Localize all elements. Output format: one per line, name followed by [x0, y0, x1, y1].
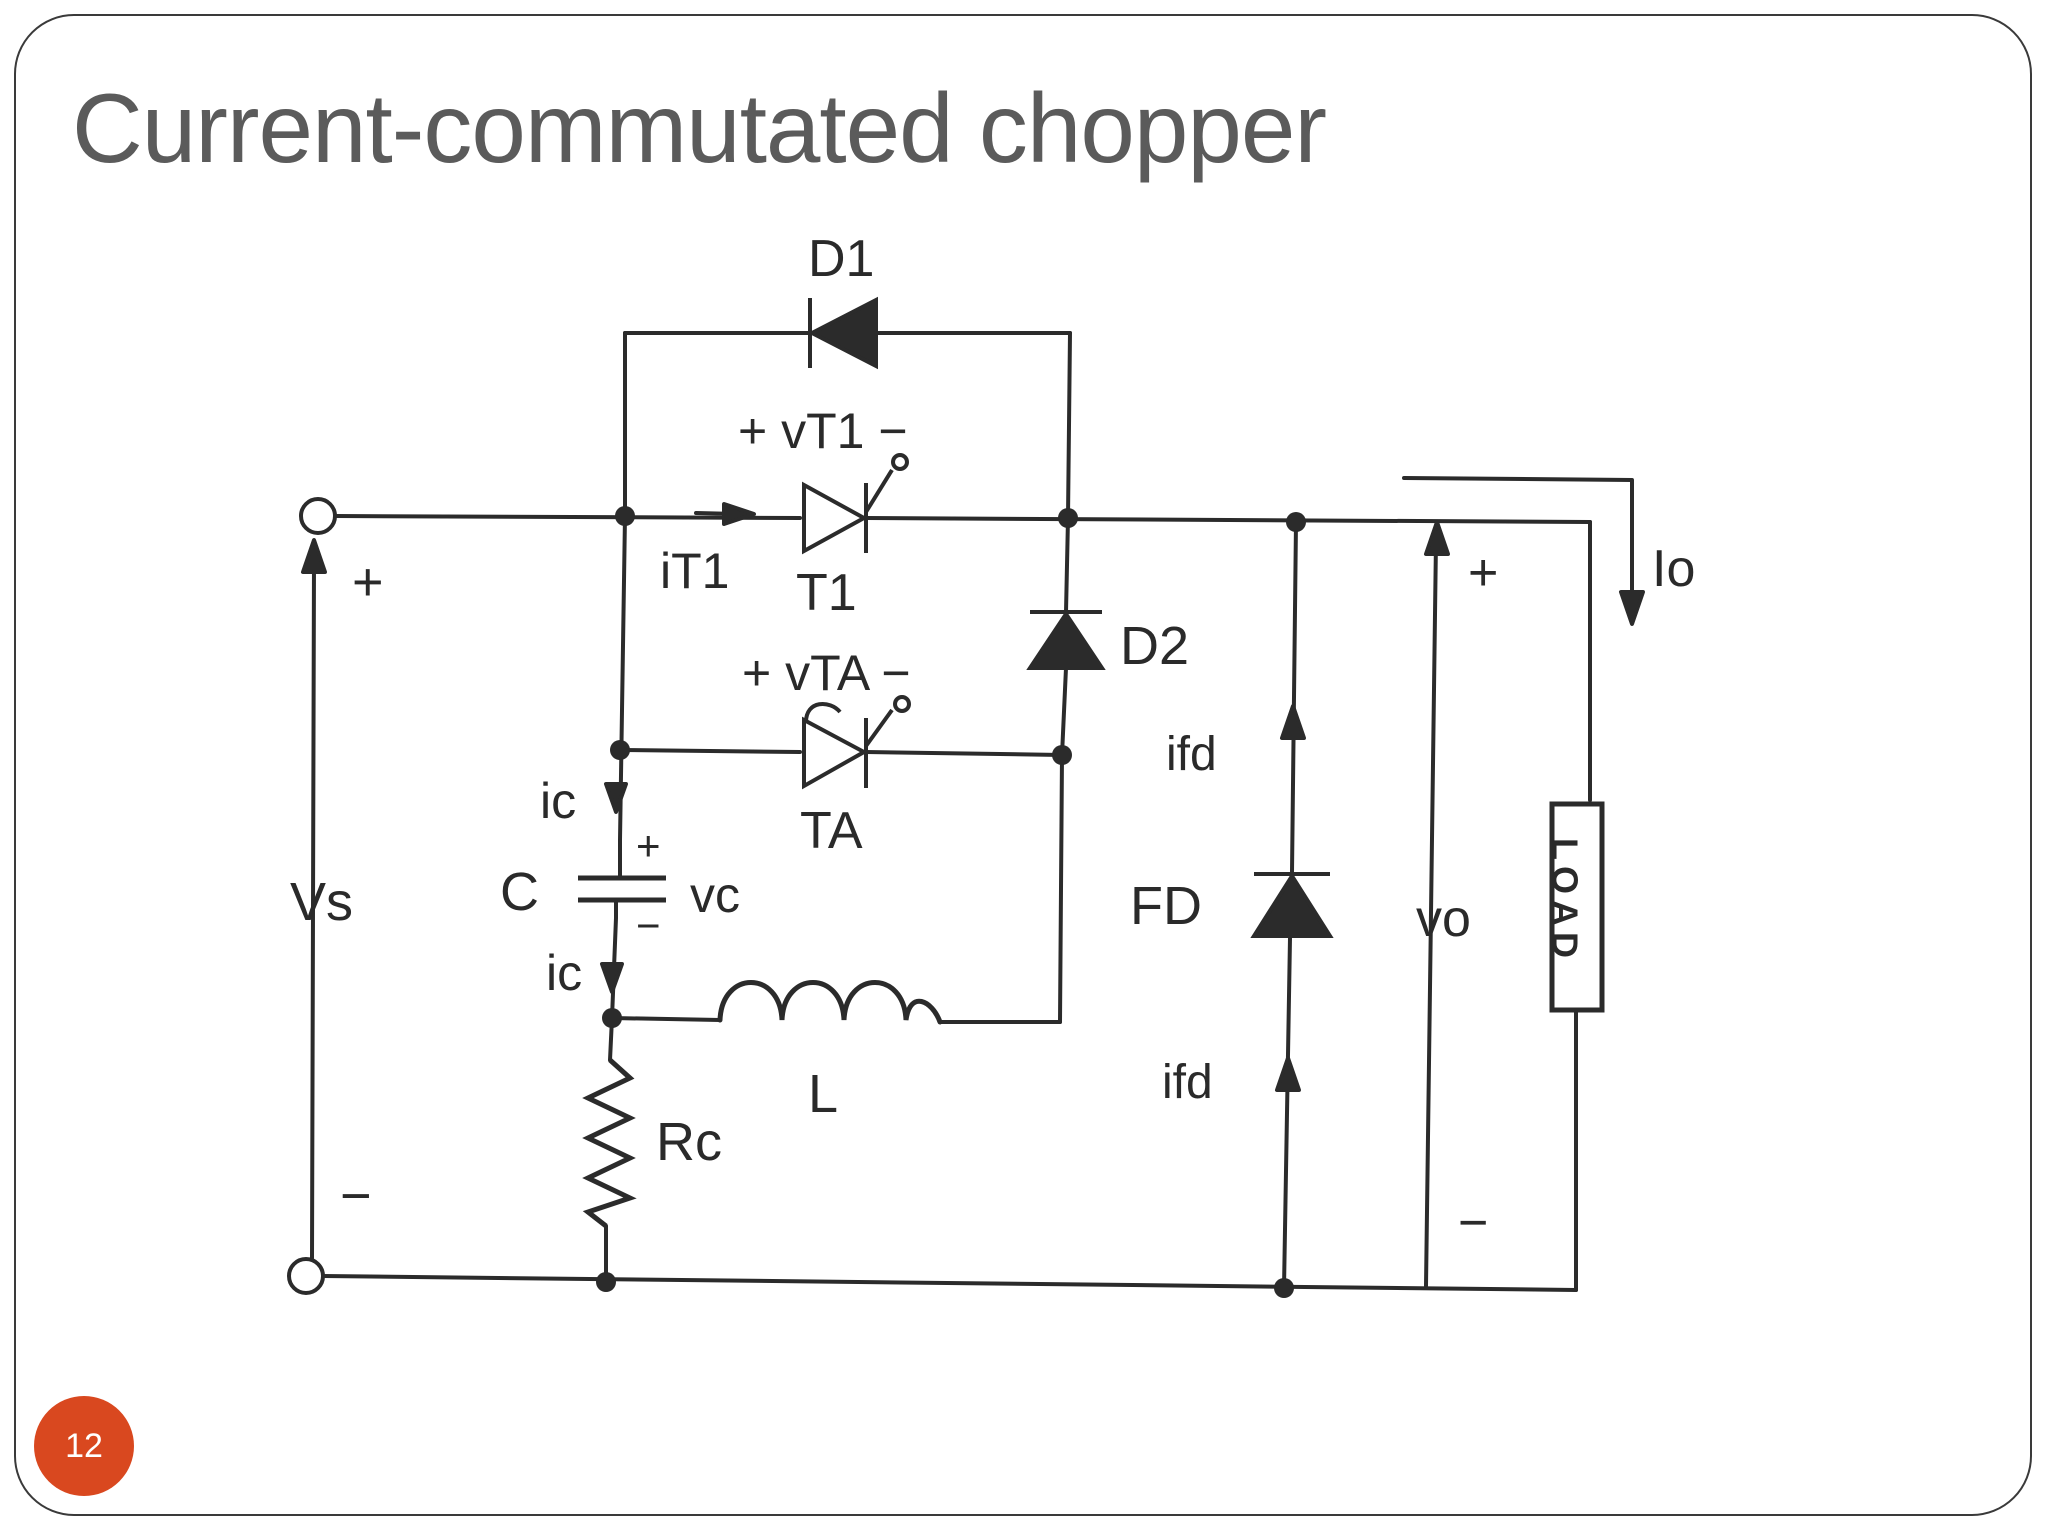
- label-ic-bottom: ic: [546, 945, 582, 1001]
- wire-fd-bottom: [1282, 936, 1292, 1290]
- label-t1: T1: [796, 564, 857, 622]
- label-ifd-bottom: ifd: [1162, 1056, 1213, 1109]
- source-terminal-top: [299, 497, 337, 535]
- wire-l-left: [610, 1016, 722, 1022]
- label-vs-plus: +: [352, 552, 384, 612]
- thyristor-ta: [802, 695, 911, 790]
- wire-ta-right: [864, 750, 1064, 757]
- capacitor-c: [578, 840, 666, 918]
- diode-d1: [807, 296, 878, 370]
- resistor-rc: [582, 1058, 637, 1228]
- label-ic-top: ic: [540, 773, 576, 829]
- ifd-top-arrowhead: [1280, 704, 1306, 740]
- source-terminal-bottom: [287, 1257, 325, 1295]
- label-vt1: + vT1 −: [738, 403, 908, 459]
- diode-fd: [1250, 872, 1334, 938]
- io-arrow: [1402, 476, 1634, 606]
- slide-title: Current-commutated chopper: [72, 73, 1327, 183]
- label-vc-minus: −: [636, 902, 661, 949]
- label-fd: FD: [1130, 876, 1202, 936]
- wire-l-right-vert: [1058, 753, 1064, 1024]
- label-ta: TA: [800, 802, 863, 860]
- label-rc: Rc: [656, 1112, 722, 1172]
- label-c: C: [500, 862, 539, 922]
- label-ifd-top: ifd: [1166, 728, 1217, 781]
- label-l: L: [808, 1064, 838, 1124]
- ic-top-arrowhead: [604, 782, 628, 814]
- label-vo-plus: +: [1468, 544, 1498, 602]
- ifd-bottom-arrowhead: [1275, 1056, 1301, 1092]
- label-vta: + vTA −: [742, 645, 911, 701]
- label-vc-plus: +: [636, 822, 661, 869]
- wire-d2-top: [1064, 516, 1070, 614]
- page-number-badge: 12: [34, 1396, 134, 1496]
- vs-arrow-line: [310, 558, 316, 1260]
- ic-bottom-arrowhead: [600, 962, 624, 994]
- inductor-l: [717, 980, 943, 1025]
- label-vc: vc: [690, 867, 740, 923]
- load-box: [1549, 801, 1605, 1013]
- label-vs-minus: −: [340, 1166, 372, 1226]
- diode-d2: [1026, 610, 1106, 670]
- vs-arrowhead: [301, 538, 327, 574]
- label-d2: D2: [1120, 616, 1189, 676]
- vo-arrowhead: [1424, 520, 1450, 556]
- wire-ta-left: [618, 748, 802, 754]
- wire-fd-top: [1290, 520, 1298, 874]
- vo-arrow-line: [1424, 538, 1438, 1288]
- slide-frame: [14, 14, 2032, 1516]
- junction-dots: [596, 506, 1306, 1298]
- label-io: Io: [1652, 540, 1695, 598]
- label-it1: iT1: [660, 543, 729, 599]
- label-vo-minus: −: [1458, 1194, 1488, 1252]
- wire-bottom-rail: [321, 1274, 1578, 1292]
- label-vo: vo: [1416, 890, 1471, 948]
- label-vs: Vs: [290, 872, 353, 932]
- wire-d2-bottom: [1060, 666, 1068, 757]
- io-arrowhead: [1619, 590, 1645, 626]
- it1-arrowhead: [722, 502, 756, 526]
- wire-top-rail-mid: [864, 516, 1592, 524]
- wire-d1-right: [1066, 331, 1072, 520]
- label-d1: D1: [808, 230, 874, 288]
- label-load: LOAD: [1545, 838, 1586, 964]
- thyristor-t1: [802, 453, 909, 555]
